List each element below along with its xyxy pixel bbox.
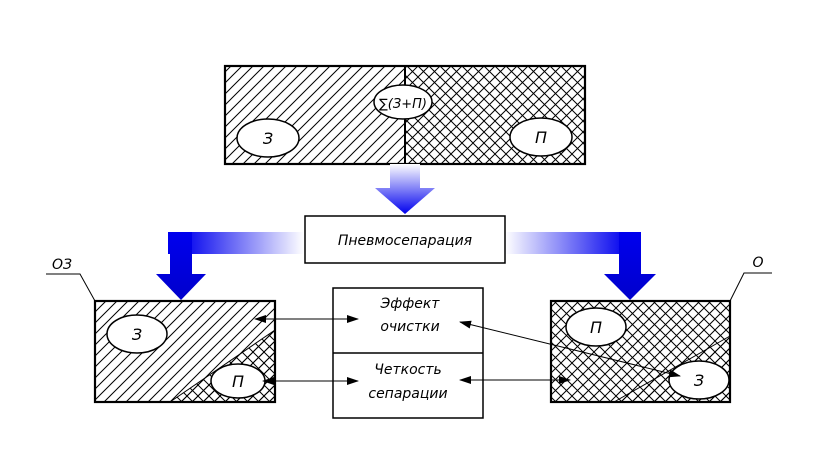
left-top-label: З (132, 325, 142, 344)
right-bottom-ellipse (668, 360, 730, 400)
left-tag: ОЗ (52, 257, 72, 273)
metric-1-line-2: очистки (380, 319, 439, 335)
right-bottom-label: З (694, 371, 704, 390)
process-box (304, 215, 506, 264)
right-fraction-block: П З (549, 299, 732, 404)
top-left-label: З (263, 129, 273, 148)
top-right-ellipse (509, 117, 573, 157)
right-flow-arrow (505, 232, 656, 300)
left-block-split-line (169, 329, 276, 403)
right-tag-leader (729, 272, 772, 302)
left-top-ellipse (106, 314, 168, 354)
right-tag: О (752, 255, 763, 271)
down-arrow-top (375, 164, 435, 214)
left-fraction-block: З П (93, 299, 277, 404)
top-left-ellipse (236, 118, 300, 158)
sum-label: ∑(З+П) (379, 97, 427, 112)
top-right-label: П (535, 128, 547, 147)
left-flow-arrow (156, 232, 304, 300)
left-block-border (93, 299, 277, 404)
left-tag-leader (46, 273, 96, 302)
connector-diagonal (459, 320, 681, 378)
top-mixture-block: ∑(З+П) З П (223, 64, 587, 166)
process-label: Пневмосепарация (338, 233, 472, 249)
metric-2-line-2: сепарации (368, 386, 447, 402)
sum-ellipse (373, 84, 433, 120)
left-bottom-label: П (232, 372, 244, 391)
metric-1-line-1: Эффект (380, 296, 441, 312)
metric-2-line-1: Четкость (374, 362, 442, 378)
right-top-label: П (590, 318, 602, 337)
metrics-table: Эффект очистки Четкость сепарации (332, 287, 484, 419)
